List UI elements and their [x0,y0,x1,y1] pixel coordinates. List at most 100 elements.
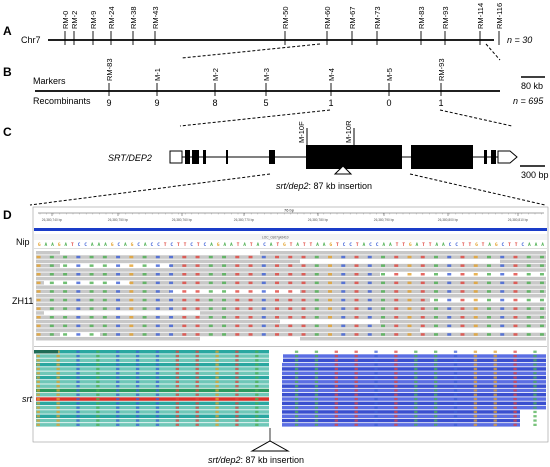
read-base [96,372,100,375]
read-gap [280,319,380,324]
read-base [275,290,280,293]
read-base [460,281,465,285]
read-base [235,367,239,371]
gene-model [169,145,518,169]
ref-base: G [38,242,41,248]
read-base [394,298,399,302]
read-base [261,324,266,328]
read-base [447,316,452,319]
read-base [473,359,478,362]
read-base [354,380,358,383]
read-base [195,367,199,371]
read-base [328,255,333,259]
ref-base: G [409,242,412,248]
read-base [434,415,438,418]
read-base [533,354,537,358]
read-base [255,406,259,409]
read-base [367,316,372,319]
ref-base: T [303,242,306,248]
read-base [96,410,100,414]
read-base [354,359,358,362]
read-base [314,380,319,383]
read-base [116,316,121,319]
read-base [175,359,180,362]
read-base [155,423,160,426]
read-base [473,406,478,409]
read-base [116,290,121,293]
read-base [354,316,359,319]
read-base [374,402,378,405]
zoom-dash-a-right [485,43,501,61]
read-base [215,385,219,388]
read-base [36,376,40,379]
read-base [513,389,517,392]
read-base [76,324,81,328]
read-base [294,389,299,392]
read-base [414,385,418,388]
ref-base: C [343,242,346,248]
read-base [89,307,94,310]
read-base [275,281,280,285]
read-base [453,419,458,422]
ref-base: A [45,242,48,248]
read-base [235,372,239,375]
read-base [314,324,319,328]
read [36,276,546,281]
read-base [155,363,160,366]
read-base [116,264,121,267]
read-base [49,290,54,293]
read-base [341,324,346,328]
read-base [116,397,120,401]
read-base [314,264,319,267]
read-base [294,410,299,414]
read-base [513,359,517,362]
read-base [56,367,60,371]
ref-base: G [283,242,286,248]
read-base [314,307,319,310]
read-base [394,316,399,319]
read-base [394,372,398,375]
exon [491,150,496,164]
read-base [169,290,174,293]
read-base [36,281,41,285]
read-base [96,367,100,371]
read-base [533,376,537,379]
read [36,268,546,272]
read-base [394,281,399,285]
read-base [195,255,200,259]
read-base [135,359,140,362]
read-right [282,423,520,427]
read-base [354,264,359,267]
read-base [301,281,306,285]
read-base [76,406,80,409]
read [36,251,546,255]
read-base [420,290,425,293]
read-base [255,354,259,358]
read-base [414,376,418,379]
read-base [394,423,398,426]
read-base [513,380,517,383]
ref-base: C [170,242,173,248]
read-base [314,255,319,259]
ref-base: A [144,242,147,248]
read-base [36,359,40,362]
ref-base: C [78,242,81,248]
marker-label: M-5 [385,68,394,81]
read-base [473,410,478,414]
marker-label: RM-2 [70,11,79,29]
ref-base: T [184,242,187,248]
read-base [314,397,319,401]
read-base [533,423,537,426]
ref-base: G [475,242,478,248]
read-base [235,324,240,328]
read-base [354,298,359,302]
read-base [334,419,338,422]
read-base [222,324,227,328]
read-base [56,419,60,422]
read [36,328,546,332]
read-base [63,324,68,328]
read-base [394,376,398,379]
read-base [354,419,358,422]
read-base [486,298,491,302]
